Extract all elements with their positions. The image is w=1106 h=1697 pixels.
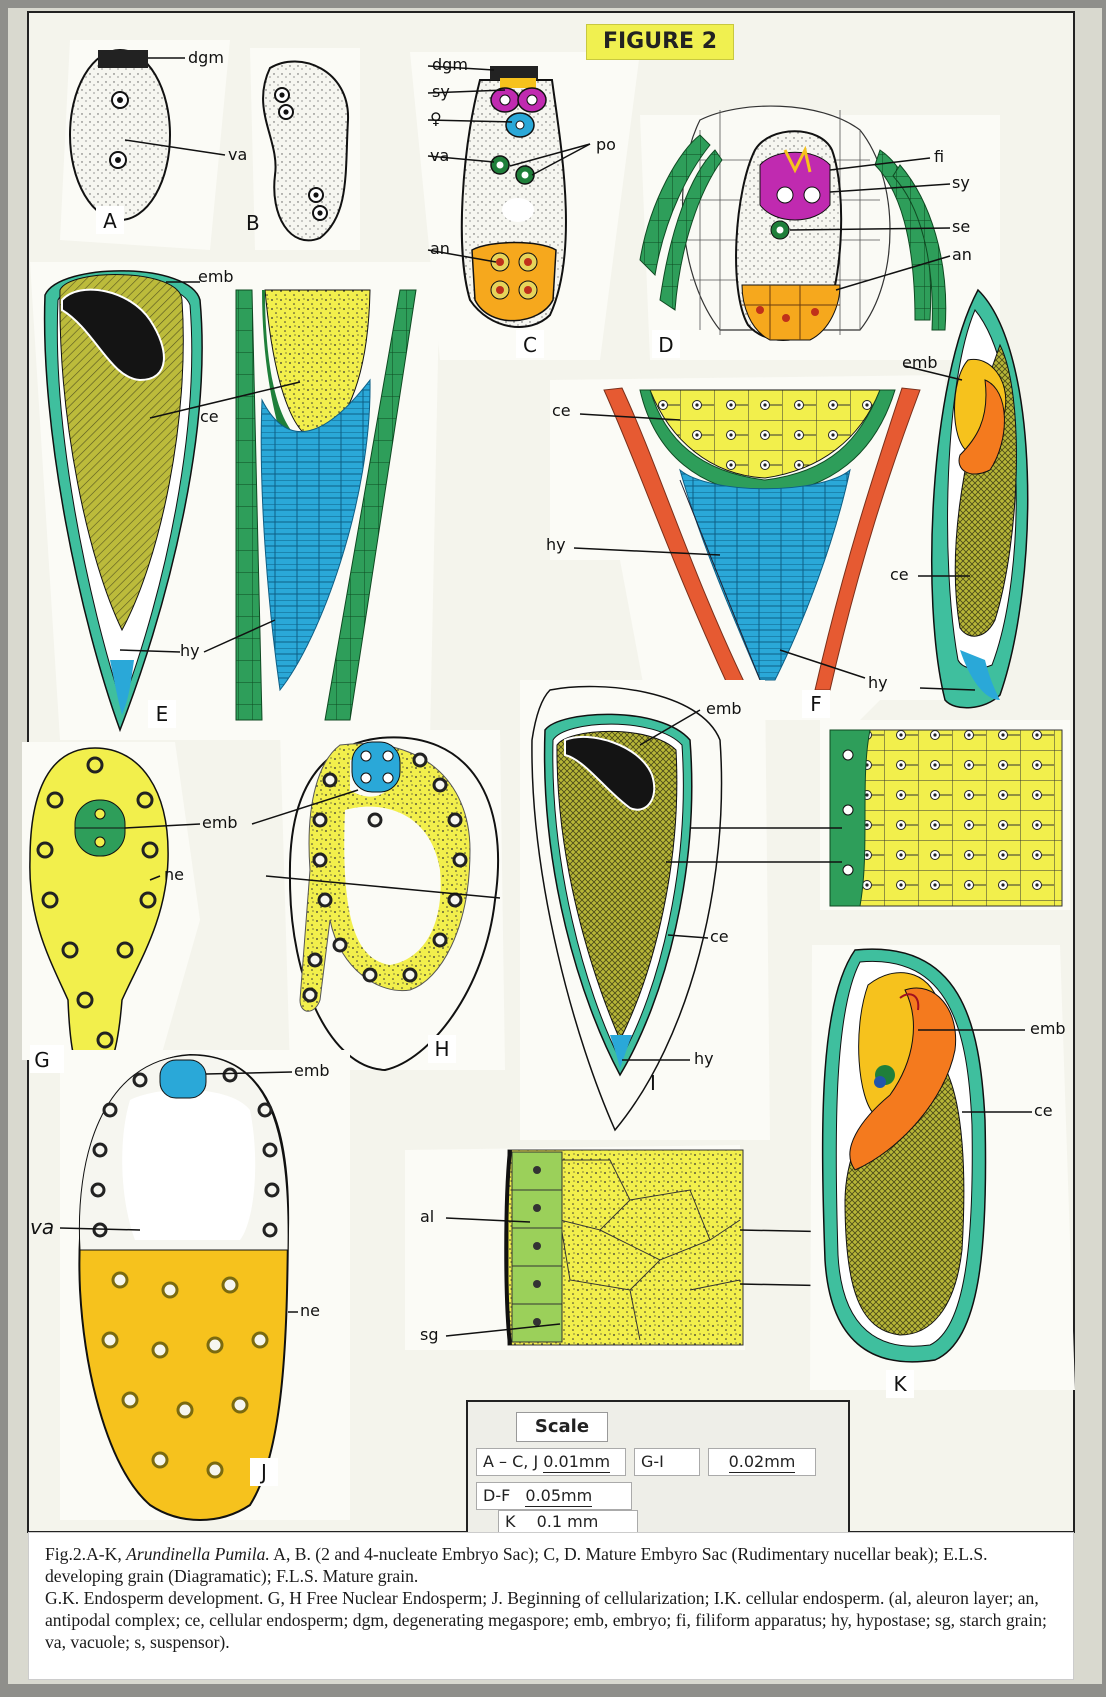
panel-h xyxy=(252,730,505,1070)
label-ce-i: ce xyxy=(710,927,729,946)
panel-label-i: I xyxy=(650,1071,656,1095)
label-an-d: an xyxy=(952,245,972,264)
label-ne-g: ne xyxy=(164,865,184,884)
panel-d xyxy=(640,106,1000,360)
figure-caption: Fig.2.A-K, Arundinella Pumila. A, B. (2 … xyxy=(28,1532,1074,1680)
label-ne-j: ne xyxy=(300,1301,320,1320)
scale-row-ac-bar: 0.01mm xyxy=(543,1452,610,1473)
scale-title: Scale xyxy=(516,1412,608,1442)
label-ce-f2: ce xyxy=(890,565,909,584)
caption-line-2: G.K. Endosperm development. G, H Free Nu… xyxy=(45,1587,1057,1653)
caption-lead: Fig.2.A-K, xyxy=(45,1544,126,1564)
panel-a xyxy=(60,40,230,250)
label-ce-f: ce xyxy=(552,401,571,420)
panel-label-c: C xyxy=(523,333,537,357)
label-emb-e: emb xyxy=(198,267,234,286)
panel-label-a: A xyxy=(103,209,117,233)
panel-label-e: E xyxy=(156,702,169,726)
label-dgm-a: dgm xyxy=(188,48,224,67)
scale-row-gi-label-box: G-I xyxy=(634,1448,700,1476)
label-sy-d: sy xyxy=(952,173,970,192)
label-dgm-c: dgm xyxy=(432,55,468,74)
scale-box: Scale A – C, J 0.01mm G-I 0.02mm D-F 0.0… xyxy=(466,1400,850,1532)
label-al: al xyxy=(420,1207,434,1226)
label-emb-k: emb xyxy=(1030,1019,1066,1038)
scale-row-ac: A – C, J 0.01mm xyxy=(476,1448,626,1476)
label-fi-d: fi xyxy=(934,147,944,166)
label-emb-f: emb xyxy=(902,353,938,372)
scale-row-gi: 0.02mm xyxy=(708,1448,816,1476)
label-po-c: po xyxy=(596,135,616,154)
label-egg-c: ♀ xyxy=(430,109,442,128)
scale-row-k-bar: 0.1 mm xyxy=(537,1512,599,1533)
figure-title: FIGURE 2 xyxy=(586,24,734,60)
panel-label-f: F xyxy=(810,692,822,716)
label-hy-i: hy xyxy=(694,1049,714,1068)
label-an-c: an xyxy=(430,239,450,258)
label-emb-j: emb xyxy=(294,1061,330,1080)
scale-row-ac-label: A – C, J xyxy=(483,1452,538,1471)
label-sy-c: sy xyxy=(432,82,450,101)
label-va-a: va xyxy=(228,145,247,164)
panel-label-d: D xyxy=(658,333,673,357)
label-emb-i: emb xyxy=(706,699,742,718)
label-va-c: va xyxy=(430,146,449,165)
label-sg: sg xyxy=(420,1325,439,1344)
panel-label-h: H xyxy=(434,1037,449,1061)
panel-label-b: B xyxy=(246,211,260,235)
panel-label-k: K xyxy=(893,1372,907,1396)
scale-row-gi-label: G-I xyxy=(641,1452,664,1471)
label-hy-e: hy xyxy=(180,641,200,660)
caption-species: Arundinella Pumila. xyxy=(126,1544,270,1564)
scale-row-df-label: D-F xyxy=(483,1486,510,1505)
panel-i xyxy=(520,680,770,1140)
caption-line-1: Fig.2.A-K, Arundinella Pumila. A, B. (2 … xyxy=(45,1543,1057,1587)
label-hy-f: hy xyxy=(546,535,566,554)
scale-row-gi-bar: 0.02mm xyxy=(729,1452,796,1473)
panel-j xyxy=(60,1050,350,1520)
label-va-j: va xyxy=(30,1215,54,1239)
panel-label-g: G xyxy=(34,1048,50,1072)
panel-k xyxy=(810,945,1075,1390)
panel-b xyxy=(250,48,360,250)
scale-row-k-label: K xyxy=(505,1512,516,1531)
scale-row-df-bar: 0.05mm xyxy=(525,1486,592,1507)
scale-row-df: D-F 0.05mm xyxy=(476,1482,632,1510)
label-emb-g: emb xyxy=(202,813,238,832)
label-hy-f2: hy xyxy=(868,673,888,692)
label-ce-e: ce xyxy=(200,407,219,426)
panel-e xyxy=(30,262,440,740)
panel-label-j: J xyxy=(259,1460,267,1484)
label-se-d: se xyxy=(952,217,970,236)
label-ce-k: ce xyxy=(1034,1101,1053,1120)
scale-row-k: K 0.1 mm xyxy=(498,1510,638,1534)
